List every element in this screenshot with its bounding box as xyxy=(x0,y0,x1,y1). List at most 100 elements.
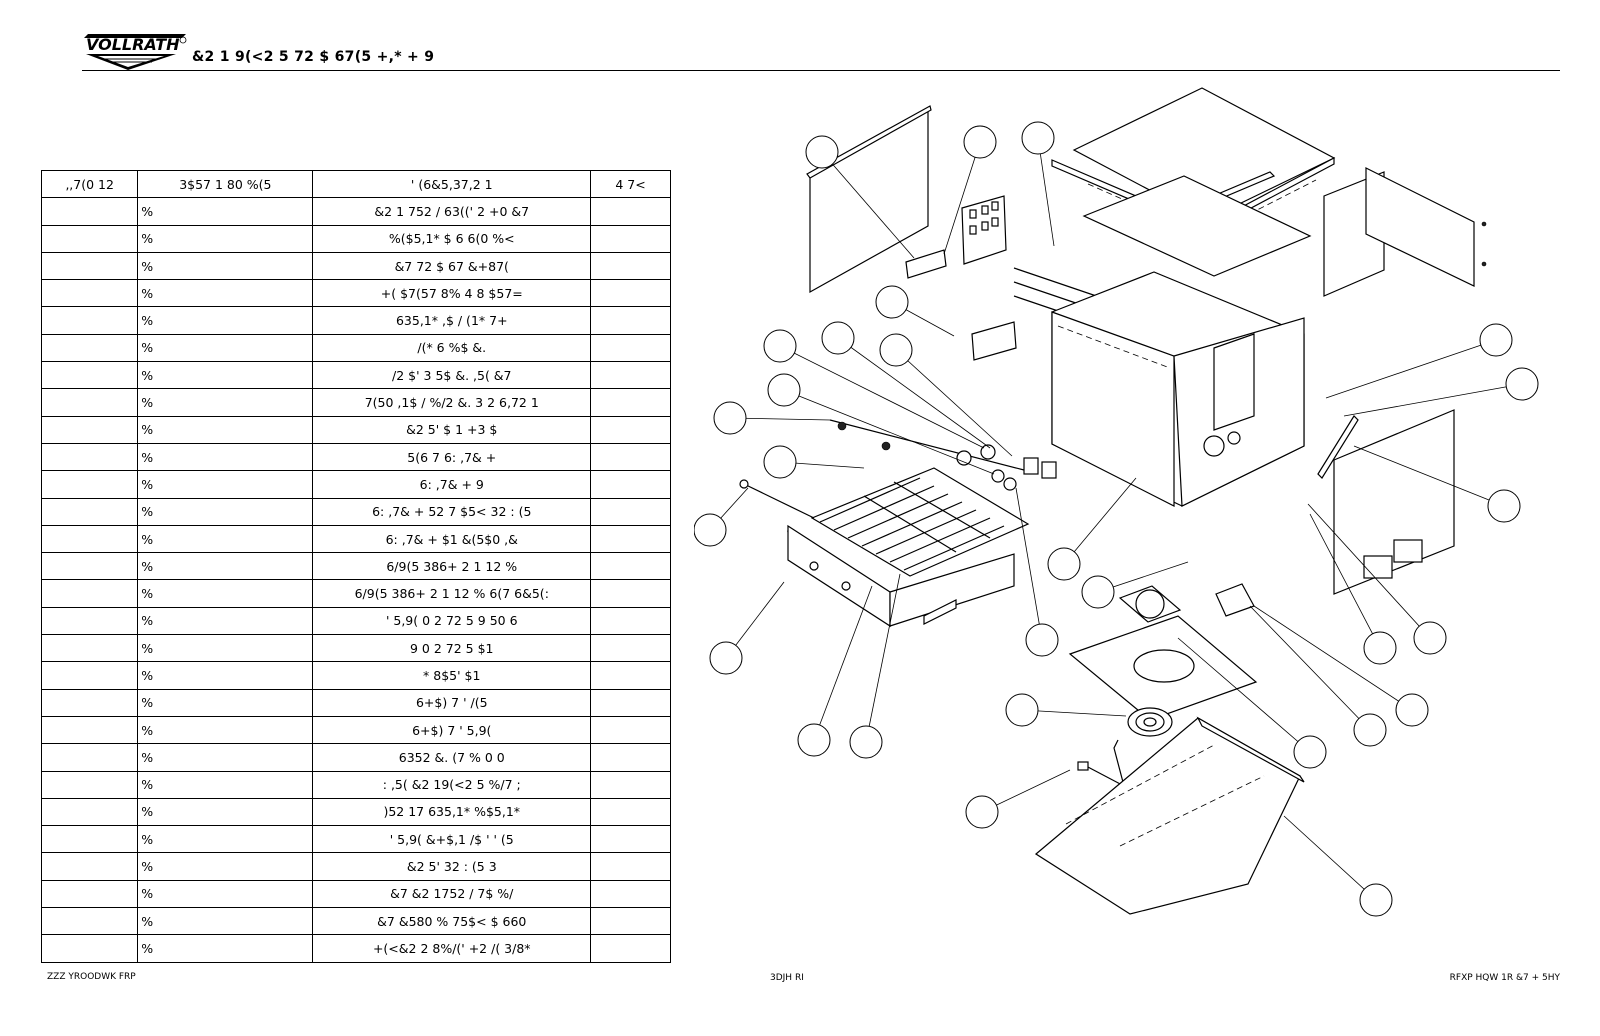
right-side-panel xyxy=(1333,409,1455,595)
quantity-cell xyxy=(590,743,671,772)
description-cell: )52 17 635,1* %$5,1* xyxy=(312,797,592,827)
part-number-cell: % xyxy=(137,934,314,963)
part-number-cell: % xyxy=(137,306,314,335)
quantity-cell xyxy=(590,879,671,909)
description-cell: 6+$) 7 ' 5,9( xyxy=(312,715,592,745)
callout-layer xyxy=(694,121,1539,917)
callout-balloon xyxy=(713,401,831,435)
header-rule xyxy=(82,70,1560,71)
part-number-cell: % xyxy=(137,388,314,417)
quantity-cell xyxy=(590,279,671,308)
description-cell: 6352 &. (7 % 0 0 xyxy=(312,743,592,772)
table-row: %6352 &. (7 % 0 0 xyxy=(40,743,671,772)
drive-chain xyxy=(1317,415,1359,479)
part-number-cell: % xyxy=(137,634,314,663)
table-row: %5(6 7 6: ,7& + xyxy=(40,442,671,472)
part-number-cell: % xyxy=(137,197,314,226)
callout-balloon xyxy=(965,769,1071,829)
table-row: %7(50 ,1$ / %/2 &. 3 2 6‚72 1 xyxy=(40,388,671,417)
quantity-cell xyxy=(590,497,671,526)
part-number-cell: % xyxy=(137,224,314,253)
quantity-cell xyxy=(590,688,671,717)
item-number-cell xyxy=(40,497,139,526)
vollrath-logo: VOLLRATH xyxy=(84,34,187,70)
column-header-qty: 4 7< xyxy=(590,169,671,199)
table-row: %6: ,7& + 9 xyxy=(40,470,671,499)
callout-balloon xyxy=(1307,503,1447,655)
description-cell: 6+$) 7 ' /(5 xyxy=(312,688,592,717)
table-row: %' 5,9( 0 2 72 5 9 50 6 xyxy=(40,606,671,636)
table-row: %6/9(5 386+ 2 1 12 % xyxy=(40,552,671,581)
callout-balloon xyxy=(763,329,985,449)
callout-balloon xyxy=(1015,487,1059,657)
callout-balloon xyxy=(797,585,873,757)
fan-motor xyxy=(1118,583,1255,623)
quantity-cell xyxy=(590,470,671,499)
callout-balloon xyxy=(943,125,997,255)
item-number-cell xyxy=(40,279,139,308)
item-number-cell xyxy=(40,743,139,772)
table-row: %/2 $' 3 5$ &. ,5( &7 xyxy=(40,361,671,390)
item-number-cell xyxy=(40,688,139,717)
description-cell: : ,5( &2 19(<2 5 %/7 ; xyxy=(312,770,592,799)
callout-balloon xyxy=(1253,605,1429,727)
description-cell: &2 5' 32 : (5 3 xyxy=(312,852,592,881)
table-body: %&2 1 752 / 63((' 2 +0 &7%%($5,1* $ 6 6(… xyxy=(40,197,671,963)
item-number-cell xyxy=(40,197,139,226)
part-number-cell: % xyxy=(137,251,314,281)
description-cell: +(<&2 2 8%/(' +2 /( 3/8* xyxy=(312,934,592,963)
item-number-cell xyxy=(40,442,139,472)
table-row: %+(<&2 2 8%/(' +2 /( 3/8* xyxy=(40,934,671,963)
conveyor-belt xyxy=(810,467,1030,577)
table-header-row: ‚,7(0 12 3$57 1 80 %(5 ' (6&5,37,2 1 4 7… xyxy=(40,169,671,199)
quantity-cell xyxy=(590,715,671,745)
callout-balloon xyxy=(694,487,749,547)
callout-balloon xyxy=(1005,693,1127,727)
document-title: &2 1 9(<2 5 72 $ 67(5 +,* + 9 xyxy=(192,49,435,65)
item-number-cell xyxy=(40,306,139,335)
callout-balloon xyxy=(763,445,865,479)
item-number-cell xyxy=(40,333,139,363)
quantity-cell xyxy=(590,442,671,472)
quantity-cell xyxy=(590,634,671,663)
footer-page-number: 3DJH RI xyxy=(770,973,804,983)
footer-document-number: RFXP HQW 1R &7 + 5HY xyxy=(1449,973,1560,983)
quantity-cell xyxy=(590,606,671,636)
part-number-cell: % xyxy=(137,470,314,499)
part-number-cell: % xyxy=(137,797,314,827)
fan-guard xyxy=(1127,707,1173,737)
item-number-cell xyxy=(40,770,139,799)
callout-balloon xyxy=(805,135,915,259)
item-number-cell xyxy=(40,579,139,608)
description-cell: &7 &2 1752 / 7$ %/ xyxy=(312,879,592,909)
table-row: %6+$) 7 ' /(5 xyxy=(40,688,671,717)
callout-balloon xyxy=(1283,815,1393,917)
knobs-and-switches xyxy=(956,444,1057,491)
table-row: %635,1* ,$ / (1* 7+ xyxy=(40,306,671,335)
table-row: %' 5,9( &+$,1 /$ ' ' (5 xyxy=(40,825,671,854)
part-number-cell: % xyxy=(137,907,314,936)
description-cell: /(* 6 %$ &. xyxy=(312,333,592,363)
callout-balloon xyxy=(709,581,785,675)
description-cell: 6: ,7& + $1 &(5$0 ,& xyxy=(312,524,592,554)
description-cell: &2 5' $ 1 +3 $ xyxy=(312,415,592,444)
table-row: %/(* 6 %$ &. xyxy=(40,333,671,363)
quantity-cell xyxy=(590,306,671,335)
item-number-cell xyxy=(40,470,139,499)
fan-mount-plate xyxy=(1068,615,1258,721)
part-number-cell: % xyxy=(137,743,314,772)
part-number-cell: % xyxy=(137,442,314,472)
description-cell: 7(50 ,1$ / %/2 &. 3 2 6‚72 1 xyxy=(312,388,592,417)
item-number-cell xyxy=(40,415,139,444)
column-header-description: ' (6&5,37,2 1 xyxy=(312,169,592,199)
table-row: %+( $7(57 8% 4 8 $57= xyxy=(40,279,671,308)
table-row: %&7 &2 1752 / 7$ %/ xyxy=(40,879,671,909)
part-number-cell: % xyxy=(137,279,314,308)
description-cell: %($5,1* $ 6 6(0 %< xyxy=(312,224,592,253)
description-cell: 5(6 7 6: ,7& + xyxy=(312,442,592,472)
table-row: %)52 17 635,1* %$5,1* xyxy=(40,797,671,827)
left-side-panel xyxy=(806,105,932,294)
item-number-cell xyxy=(40,361,139,390)
callout-balloon xyxy=(767,373,995,475)
terminal-block xyxy=(905,249,1017,361)
